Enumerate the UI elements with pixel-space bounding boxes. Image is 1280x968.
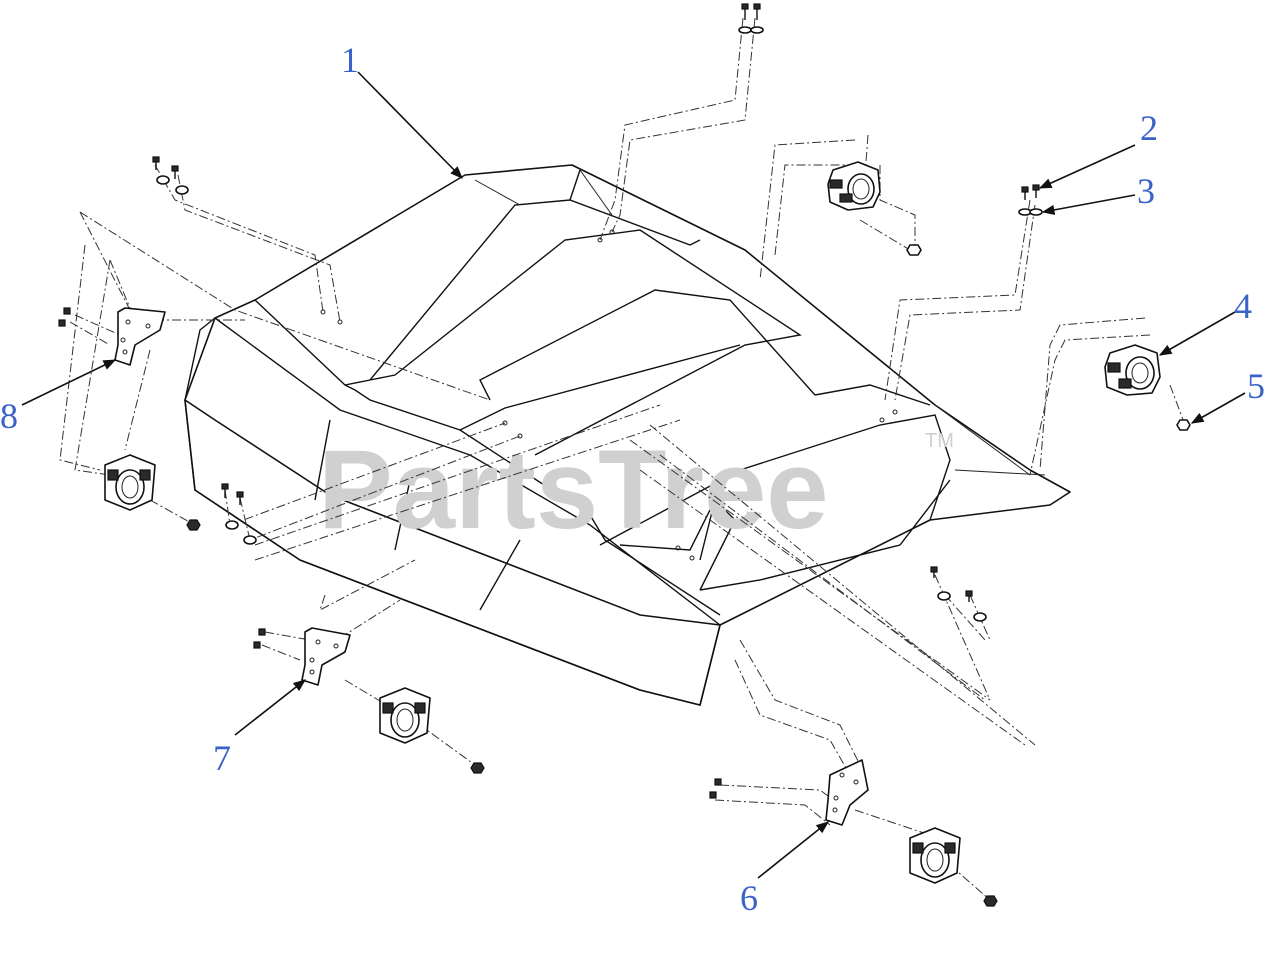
washer-icon bbox=[243, 535, 257, 545]
screw-icon bbox=[1021, 186, 1029, 200]
callout-6[interactable]: 6 bbox=[740, 878, 758, 918]
nut-icon bbox=[470, 762, 485, 774]
nut-icon bbox=[1176, 419, 1191, 431]
screw-icon bbox=[236, 491, 244, 505]
screw-icon bbox=[152, 156, 160, 170]
washer-icon bbox=[750, 26, 764, 34]
screw-icon bbox=[63, 307, 71, 315]
screw-icon bbox=[753, 3, 761, 20]
callout-7[interactable]: 7 bbox=[213, 738, 231, 778]
screw-icon bbox=[253, 641, 261, 649]
washer-icon bbox=[175, 185, 189, 195]
clamp-icon[interactable] bbox=[1104, 344, 1161, 396]
nut-icon bbox=[983, 895, 998, 907]
clamp-icon[interactable] bbox=[104, 454, 156, 511]
washer-icon bbox=[225, 520, 239, 530]
washer-icon bbox=[738, 26, 752, 34]
clamp-icon[interactable] bbox=[827, 161, 881, 211]
washer-icon bbox=[1029, 208, 1043, 216]
hardware bbox=[58, 3, 1191, 907]
screw-icon bbox=[221, 483, 229, 498]
callout-3[interactable]: 3 bbox=[1137, 171, 1155, 211]
nut-icon bbox=[186, 519, 201, 531]
screw-icon bbox=[714, 778, 722, 786]
leader-lines bbox=[21, 71, 1246, 879]
clamp-icon[interactable] bbox=[379, 687, 431, 744]
screw-icon bbox=[258, 628, 266, 636]
screw-icon bbox=[1032, 184, 1040, 198]
callout-5[interactable]: 5 bbox=[1247, 366, 1265, 406]
washer-icon bbox=[973, 612, 987, 622]
screw-icon bbox=[171, 165, 179, 179]
watermark: PartsTree bbox=[318, 427, 829, 552]
screw-icon bbox=[930, 566, 938, 578]
screw-icon bbox=[58, 319, 66, 327]
washer-icon bbox=[156, 175, 170, 185]
watermark-trademark: TM bbox=[925, 430, 954, 452]
callout-8[interactable]: 8 bbox=[0, 396, 18, 436]
clamp-icon[interactable] bbox=[909, 827, 961, 884]
screw-icon bbox=[965, 590, 973, 602]
bracket-icon[interactable] bbox=[114, 307, 166, 366]
screw-icon bbox=[741, 3, 749, 20]
screw-icon bbox=[709, 791, 717, 799]
callout-1[interactable]: 1 bbox=[341, 40, 359, 80]
bracket-icon[interactable] bbox=[301, 627, 351, 686]
callout-2[interactable]: 2 bbox=[1140, 108, 1158, 148]
washer-icon bbox=[937, 591, 951, 601]
nut-icon bbox=[906, 244, 922, 256]
bracket-icon[interactable] bbox=[825, 759, 869, 826]
callout-4[interactable]: 4 bbox=[1234, 286, 1252, 326]
